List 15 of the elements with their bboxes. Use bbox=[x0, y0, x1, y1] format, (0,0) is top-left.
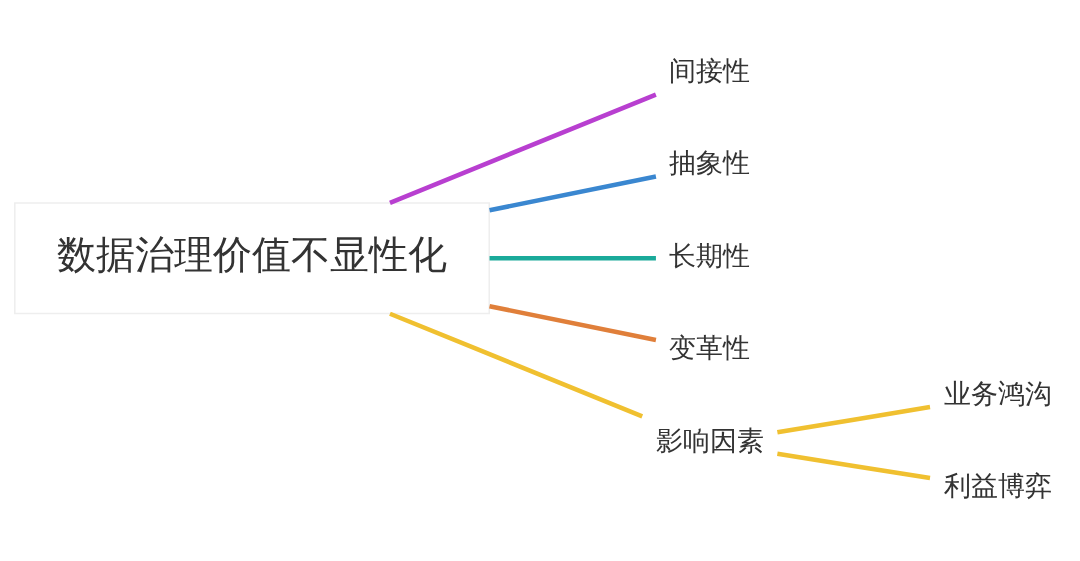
node-box: 数据治理价值不显性化 bbox=[14, 201, 490, 314]
node-text: 利益博弈 bbox=[943, 469, 1052, 501]
connector bbox=[489, 303, 657, 342]
connector bbox=[777, 451, 931, 480]
connector bbox=[777, 404, 931, 435]
node-text: 间接性 bbox=[669, 54, 751, 86]
node-text: 变革性 bbox=[669, 331, 751, 363]
node-text: 业务鸿沟 bbox=[943, 377, 1052, 409]
connector bbox=[489, 173, 657, 212]
node-text: 影响因素 bbox=[655, 424, 764, 456]
connector bbox=[389, 92, 657, 205]
node-text: 抽象性 bbox=[669, 146, 751, 178]
node-text: 长期性 bbox=[669, 239, 751, 271]
connector bbox=[389, 311, 644, 418]
connector bbox=[489, 255, 656, 261]
